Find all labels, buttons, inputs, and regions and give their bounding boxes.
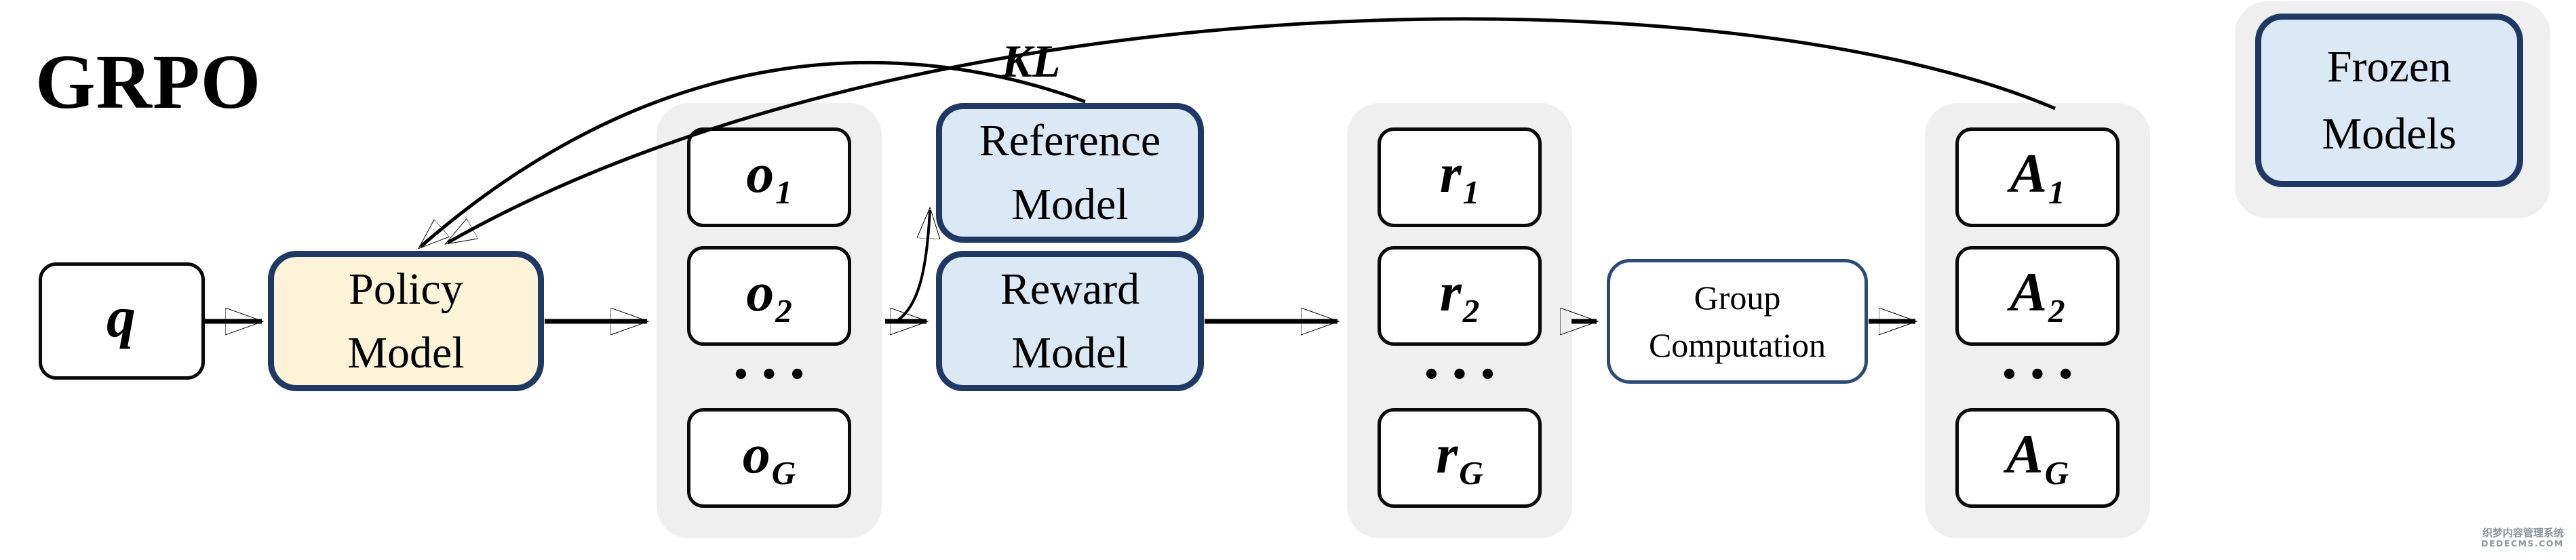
- reference-model-label: Reference Model: [979, 116, 1161, 229]
- frozen-models-box: Frozen Models: [2255, 14, 2523, 187]
- reward-box-2: r2: [1378, 246, 1542, 346]
- group-computation-box: Group Computation: [1607, 259, 1868, 384]
- watermark-line1: 织梦内容管理系统: [2482, 527, 2564, 539]
- advantages-ellipsis: •••: [2002, 353, 2088, 395]
- reward-box-1: r1: [1378, 127, 1542, 227]
- advantage-box-1: A1: [1955, 127, 2120, 227]
- frozen-models-label: Frozen Models: [2322, 42, 2457, 159]
- page-title: GRPO: [35, 39, 262, 125]
- policy-model-box: Policy Model: [268, 251, 544, 391]
- outputs-ellipsis: •••: [734, 353, 819, 395]
- output-box-1: o1: [687, 127, 851, 227]
- query-box: q: [39, 262, 205, 380]
- watermark: 织梦内容管理系统 DEDECMS.COM: [2411, 527, 2569, 549]
- group-computation-label: Group Computation: [1648, 279, 1827, 364]
- reward-model-label: Reward Model: [1000, 264, 1140, 378]
- kl-label: KL: [1001, 35, 1061, 87]
- reward-model-box: Reward Model: [936, 251, 1204, 391]
- policy-model-label: Policy Model: [347, 264, 465, 378]
- rewards-ellipsis: •••: [1424, 353, 1510, 395]
- reward-box-G: rG: [1378, 408, 1542, 508]
- reference-model-box: Reference Model: [936, 103, 1204, 243]
- output-box-G: oG: [687, 408, 851, 508]
- advantage-box-G: AG: [1955, 408, 2120, 508]
- output-box-2: o2: [687, 246, 851, 346]
- arrow-outputs-to-reference: [895, 210, 930, 323]
- frozen-models-legend: Frozen Models: [2235, 1, 2550, 218]
- watermark-line2: DEDECMS.COM: [2481, 538, 2564, 549]
- advantage-box-2: A2: [1955, 246, 2120, 346]
- rewards-column: r1 r2 ••• rG: [1347, 103, 1572, 538]
- query-label: q: [106, 283, 136, 349]
- outputs-column: o1 o2 ••• oG: [657, 103, 882, 538]
- advantages-column: A1 A2 ••• AG: [1925, 103, 2150, 538]
